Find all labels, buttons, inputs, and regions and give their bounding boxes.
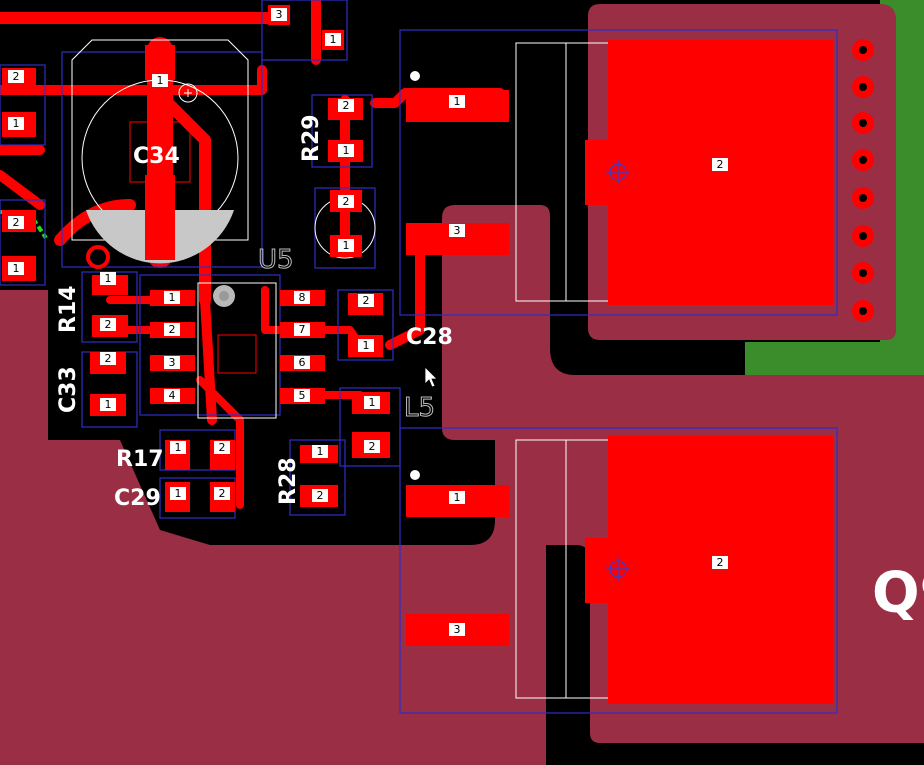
pad-number-label: 7 — [299, 323, 306, 336]
pad-number-label: 5 — [299, 389, 306, 402]
q-bottom-pin1-dot — [410, 470, 420, 480]
pad-number-label: 6 — [299, 356, 306, 369]
pad-number-label: 4 — [169, 389, 176, 402]
designator-c29: C29 — [114, 486, 161, 511]
pad-number-label: 2 — [717, 556, 724, 569]
pad-number-label: 3 — [454, 623, 461, 636]
pad-number-label: 2 — [105, 352, 112, 365]
pad-number-label: 1 — [317, 445, 324, 458]
pad-number-label: 1 — [454, 491, 461, 504]
pad-number-label: 1 — [105, 272, 112, 285]
pad-number-label: 2 — [219, 441, 226, 454]
vias — [86, 245, 235, 307]
designator-l5: L5 — [404, 393, 435, 423]
pad-number-label: 2 — [105, 318, 112, 331]
pad-number-label: 1 — [454, 95, 461, 108]
pad-number-label: 1 — [169, 291, 176, 304]
pad-number-label: 1 — [13, 262, 20, 275]
designator-c33: C33 — [56, 366, 81, 413]
header-pins[interactable] — [852, 39, 874, 322]
pad-number-label: 1 — [105, 398, 112, 411]
pad-number-label: 1 — [363, 339, 370, 352]
pad-number-label: 1 — [369, 396, 376, 409]
pad-number-label: 3 — [169, 356, 176, 369]
pad-number-label: 3 — [454, 224, 461, 237]
pad-number-label: 2 — [317, 489, 324, 502]
pad-number-label: 1 — [157, 74, 164, 87]
designator-r17: R17 — [116, 447, 164, 472]
designator-r29: R29 — [299, 114, 324, 162]
pad-number-label: 2 — [343, 195, 350, 208]
pad-number-label: 1 — [343, 239, 350, 252]
pad-number-label: 2 — [219, 487, 226, 500]
pad-number-label: 1 — [175, 487, 182, 500]
pad-number-label: 2 — [369, 440, 376, 453]
designator-r28: R28 — [276, 457, 301, 505]
pad-number-labels: 1 3 2 1 3 2 1 2 1 2 1 1 2 2 1 2 1 2 1 1 … — [8, 8, 728, 636]
pad-number-label: 2 — [169, 323, 176, 336]
pad-number-label: 2 — [717, 158, 724, 171]
designator-r14: R14 — [56, 285, 81, 333]
designator-labels: C34 R29 R14 C33 C28 R17 C29 R28 Q9 — [56, 114, 924, 626]
mouse-pointer-icon — [424, 366, 438, 388]
designator-q9: Q9 — [872, 561, 924, 626]
pad-number-label: 1 — [13, 117, 20, 130]
pad-number-label: 2 — [363, 294, 370, 307]
pad-number-label: 1 — [343, 144, 350, 157]
pad-number-label: 8 — [299, 291, 306, 304]
q-top-pin1-dot — [410, 71, 420, 81]
pad-number-label: 1 — [175, 441, 182, 454]
pad-number-label: 2 — [343, 99, 350, 112]
pad-number-label: 1 — [330, 33, 337, 46]
designator-u5: U5 — [258, 245, 294, 275]
pad-number-label: 2 — [13, 216, 20, 229]
pad-number-label: 3 — [276, 8, 283, 21]
designator-outline-labels: U5 L5 — [258, 245, 436, 424]
designator-c34: C34 — [133, 144, 180, 169]
designator-c28: C28 — [406, 325, 453, 350]
pad-number-label: 2 — [13, 70, 20, 83]
pad-crosshair-markers — [606, 160, 630, 581]
